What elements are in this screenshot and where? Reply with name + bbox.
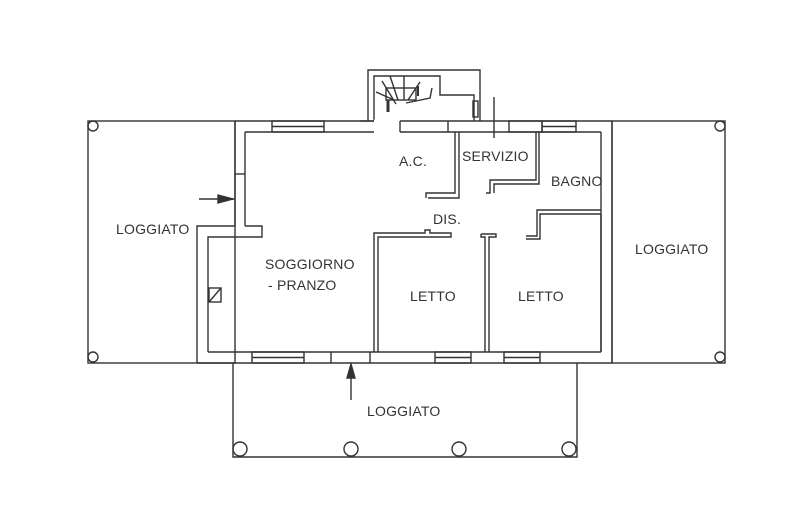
- entrance-arrow-left: [199, 194, 236, 204]
- room-label-letto-2: LETTO: [518, 288, 564, 304]
- room-label-letto-1: LETTO: [410, 288, 456, 304]
- room-label-loggiato-right: LOGGIATO: [635, 241, 709, 257]
- room-label-bagno: BAGNO: [551, 173, 603, 189]
- windows: [208, 120, 577, 364]
- interior-walls: [373, 132, 602, 352]
- room-label-loggiato-bottom: LOGGIATO: [367, 403, 441, 419]
- loggiato-left-outline: [87, 120, 236, 364]
- entrance-arrow-bottom: [346, 361, 356, 400]
- room-label-soggiorno: SOGGIORNO: [265, 256, 355, 272]
- loggiato-bottom-outline: [232, 363, 578, 458]
- room-label-dis: DIS.: [433, 211, 462, 227]
- room-label-ac: A.C.: [399, 153, 428, 169]
- stair-block: [360, 69, 495, 138]
- room-label-pranzo: - PRANZO: [268, 277, 337, 293]
- room-label-servizio: SERVIZIO: [462, 148, 529, 164]
- room-label-loggiato-left: LOGGIATO: [116, 221, 190, 237]
